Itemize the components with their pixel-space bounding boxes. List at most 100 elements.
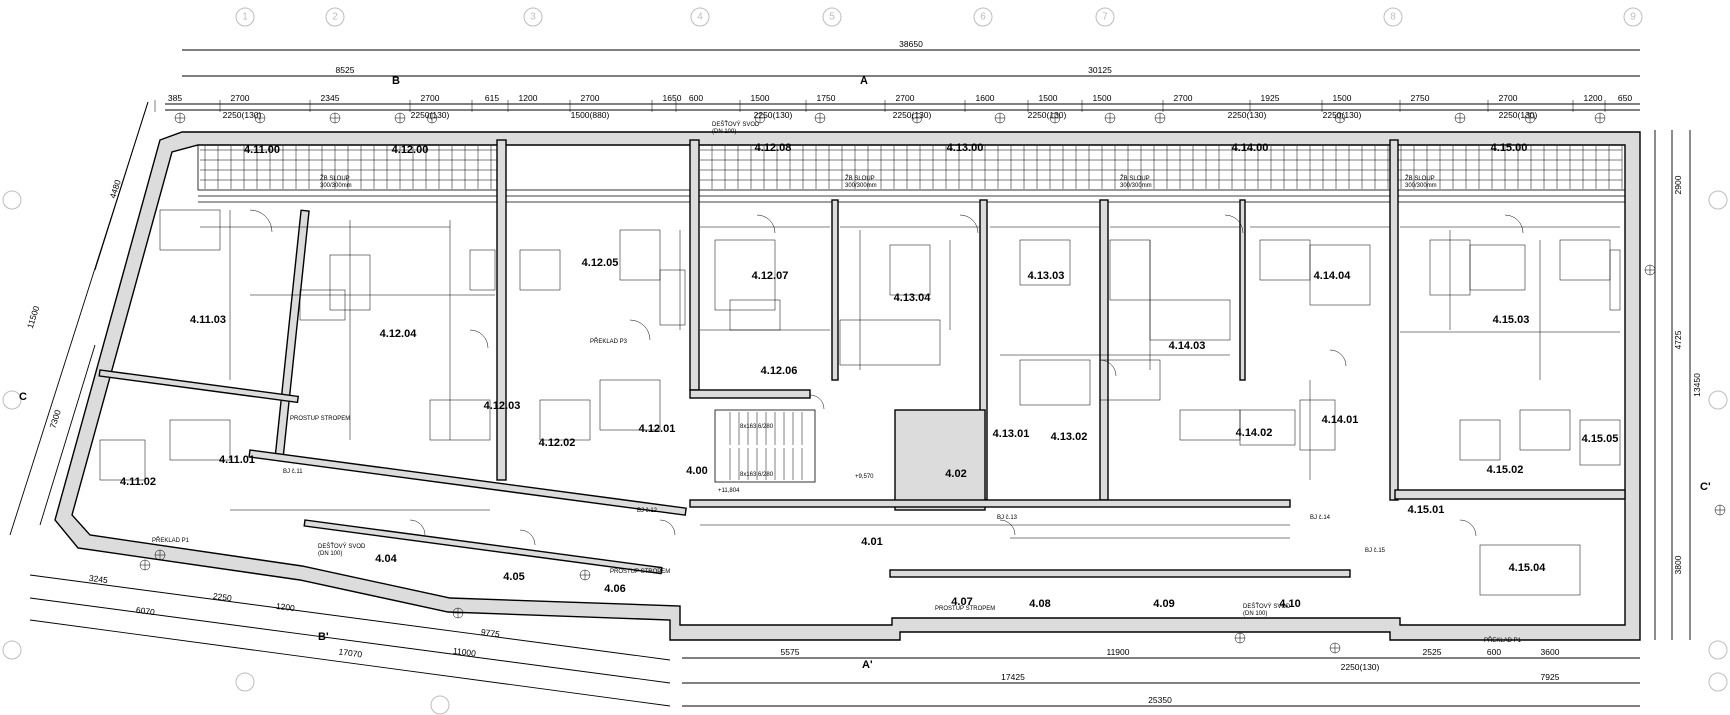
room-4-15-00: 4.15.00: [1491, 142, 1528, 154]
room-4-14-04: 4.14.04: [1314, 270, 1352, 282]
dim-b-2250: 2250: [212, 591, 232, 603]
dim-b-2525: 2525: [1423, 647, 1442, 657]
room-4-13-03: 4.13.03: [1028, 270, 1065, 282]
wall-cellars-south: [303, 519, 663, 575]
dim-b-window: 2250(130): [1341, 662, 1380, 672]
elevation-mark-2: +9,570: [855, 474, 874, 480]
dim-right-3800: 3800: [1673, 555, 1683, 574]
note-drainage-top-dn: (DN 100): [712, 129, 736, 135]
axis-bubble-left-a: [2, 640, 22, 660]
balcony-zone: [197, 144, 1626, 191]
door-swing: [409, 519, 426, 536]
door-swing: [1459, 519, 1477, 537]
furniture-outline: [519, 249, 561, 291]
furniture-outline: [714, 239, 776, 311]
axis-bubble-right-c: [1708, 190, 1728, 210]
top-dim-label: 1200: [519, 93, 538, 103]
wall-12-13: [831, 199, 839, 381]
note-column-2-size: 300/300mm: [845, 183, 877, 189]
top-dim-label: 2750: [1411, 93, 1430, 103]
axis-bubble-2: 2: [325, 7, 345, 27]
bottom-dimensions: 17425 25350 5575 11900 2250(130) 2525 60…: [29, 573, 1640, 707]
furniture-outline: [539, 399, 591, 441]
room-4-15-05: 4.15.05: [1582, 433, 1619, 445]
door-swing: [1224, 214, 1244, 234]
furniture-outline: [1469, 244, 1526, 291]
axis-bubble-8: 8: [1383, 7, 1403, 27]
elevator-shaft: [894, 409, 986, 511]
room-labels: 4.11.00 4.12.00 4.12.08 4.13.00 4.14.00 …: [120, 142, 1618, 610]
wall-11-bath: [98, 369, 300, 404]
svg-text:2: 2: [332, 12, 338, 23]
furniture-outline: [839, 319, 941, 366]
room-4-13-01: 4.13.01: [993, 428, 1030, 440]
top-dim-label: 1750: [817, 93, 836, 103]
dim-line-side-left-lower: [39, 344, 96, 526]
furniture-outline: [1609, 249, 1621, 311]
axis-bubble-6: 6: [973, 7, 993, 27]
section-markers: B A C C' B' A': [19, 75, 1711, 671]
exterior-wall: [54, 131, 1641, 641]
section-mark-b-top: B: [392, 75, 400, 87]
furniture-outline: [889, 244, 931, 296]
furniture-outline: [619, 229, 661, 281]
svg-text:7: 7: [1102, 12, 1108, 23]
room-4-15-04: 4.15.04: [1509, 562, 1547, 574]
room-4-15-03: 4.15.03: [1493, 314, 1530, 326]
note-drainage-top: DEŠŤOVÝ SVOD: [712, 120, 760, 128]
note-column-2: ŽB SLOUP: [845, 174, 875, 182]
furniture-outline: [1479, 544, 1581, 596]
axis-bubble-left-b: [2, 390, 22, 410]
grid-axes: 1 2 3 4 5 6 7 8 9: [2, 7, 1728, 715]
axis-bubble-1: 1: [235, 7, 255, 27]
furniture-outline: [169, 419, 231, 461]
top-dim-label: 650: [1618, 93, 1632, 103]
room-4-05: 4.05: [503, 571, 524, 583]
svg-text:9: 9: [1630, 12, 1636, 23]
dim-b-9775: 9775: [480, 627, 500, 639]
note-prostup-1: PROSTUP STROPEM: [290, 416, 350, 422]
svg-text:5: 5: [829, 12, 835, 23]
room-4-07: 4.07: [951, 596, 972, 608]
note-lintel-2: PŘEKLAD P1: [1484, 636, 1522, 644]
window-dim-label: 1500(880): [571, 110, 610, 120]
note-drainage-3-dn: (DN 100): [1243, 611, 1267, 617]
axis-bubble-3: 3: [523, 7, 543, 27]
wall-corridor-south: [889, 569, 1351, 578]
room-4-01: 4.01: [861, 536, 882, 548]
room-4-13-02: 4.13.02: [1051, 431, 1088, 443]
note-column-4: ŽB SLOUP: [1405, 174, 1435, 182]
axis-bubble-bottom-9: [1708, 672, 1728, 692]
wall-15-corr: [1394, 489, 1626, 500]
wall-14-15: [1389, 139, 1399, 501]
top-dim-label: 615: [485, 93, 499, 103]
right-dimensions: 13450 2900 4725 3800: [1654, 130, 1702, 640]
furniture-outline: [659, 269, 686, 326]
dim-line-side-left-upper: [94, 101, 149, 271]
section-mark-a-top: A: [860, 75, 868, 87]
dim-b-7925: 7925: [1541, 672, 1560, 682]
axis-bubble-right-b: [1708, 390, 1728, 410]
note-drainage-3: DEŠŤOVÝ SVOD: [1243, 602, 1291, 610]
dim-total: 38650: [899, 39, 923, 49]
interior-walls: [98, 139, 1626, 578]
outer-walls: [54, 131, 1641, 641]
room-4-12-04: 4.12.04: [380, 328, 418, 340]
axis-bubble-9: 9: [1623, 7, 1643, 27]
dim-b-3245: 3245: [88, 573, 108, 585]
top-dim-label: 600: [689, 93, 703, 103]
room-4-12-00: 4.12.00: [392, 144, 429, 156]
furniture-outline: [1559, 239, 1611, 281]
section-mark-b-bottom: B': [318, 631, 329, 643]
furniture-outline: [469, 249, 496, 291]
wall-13-14: [1099, 199, 1109, 501]
window-dim-label: 2250(130): [1028, 110, 1067, 120]
room-4-11-00: 4.11.00: [244, 144, 280, 156]
note-prostup-3: PROSTUP STROPEM: [610, 569, 670, 575]
detail-linework: [99, 112, 1726, 654]
note-column-3: ŽB SLOUP: [1120, 174, 1150, 182]
stair-label-1: 8x163,6/280: [740, 424, 774, 430]
furniture-outline: [599, 379, 661, 431]
window-dim-label: 2250(130): [223, 110, 262, 120]
